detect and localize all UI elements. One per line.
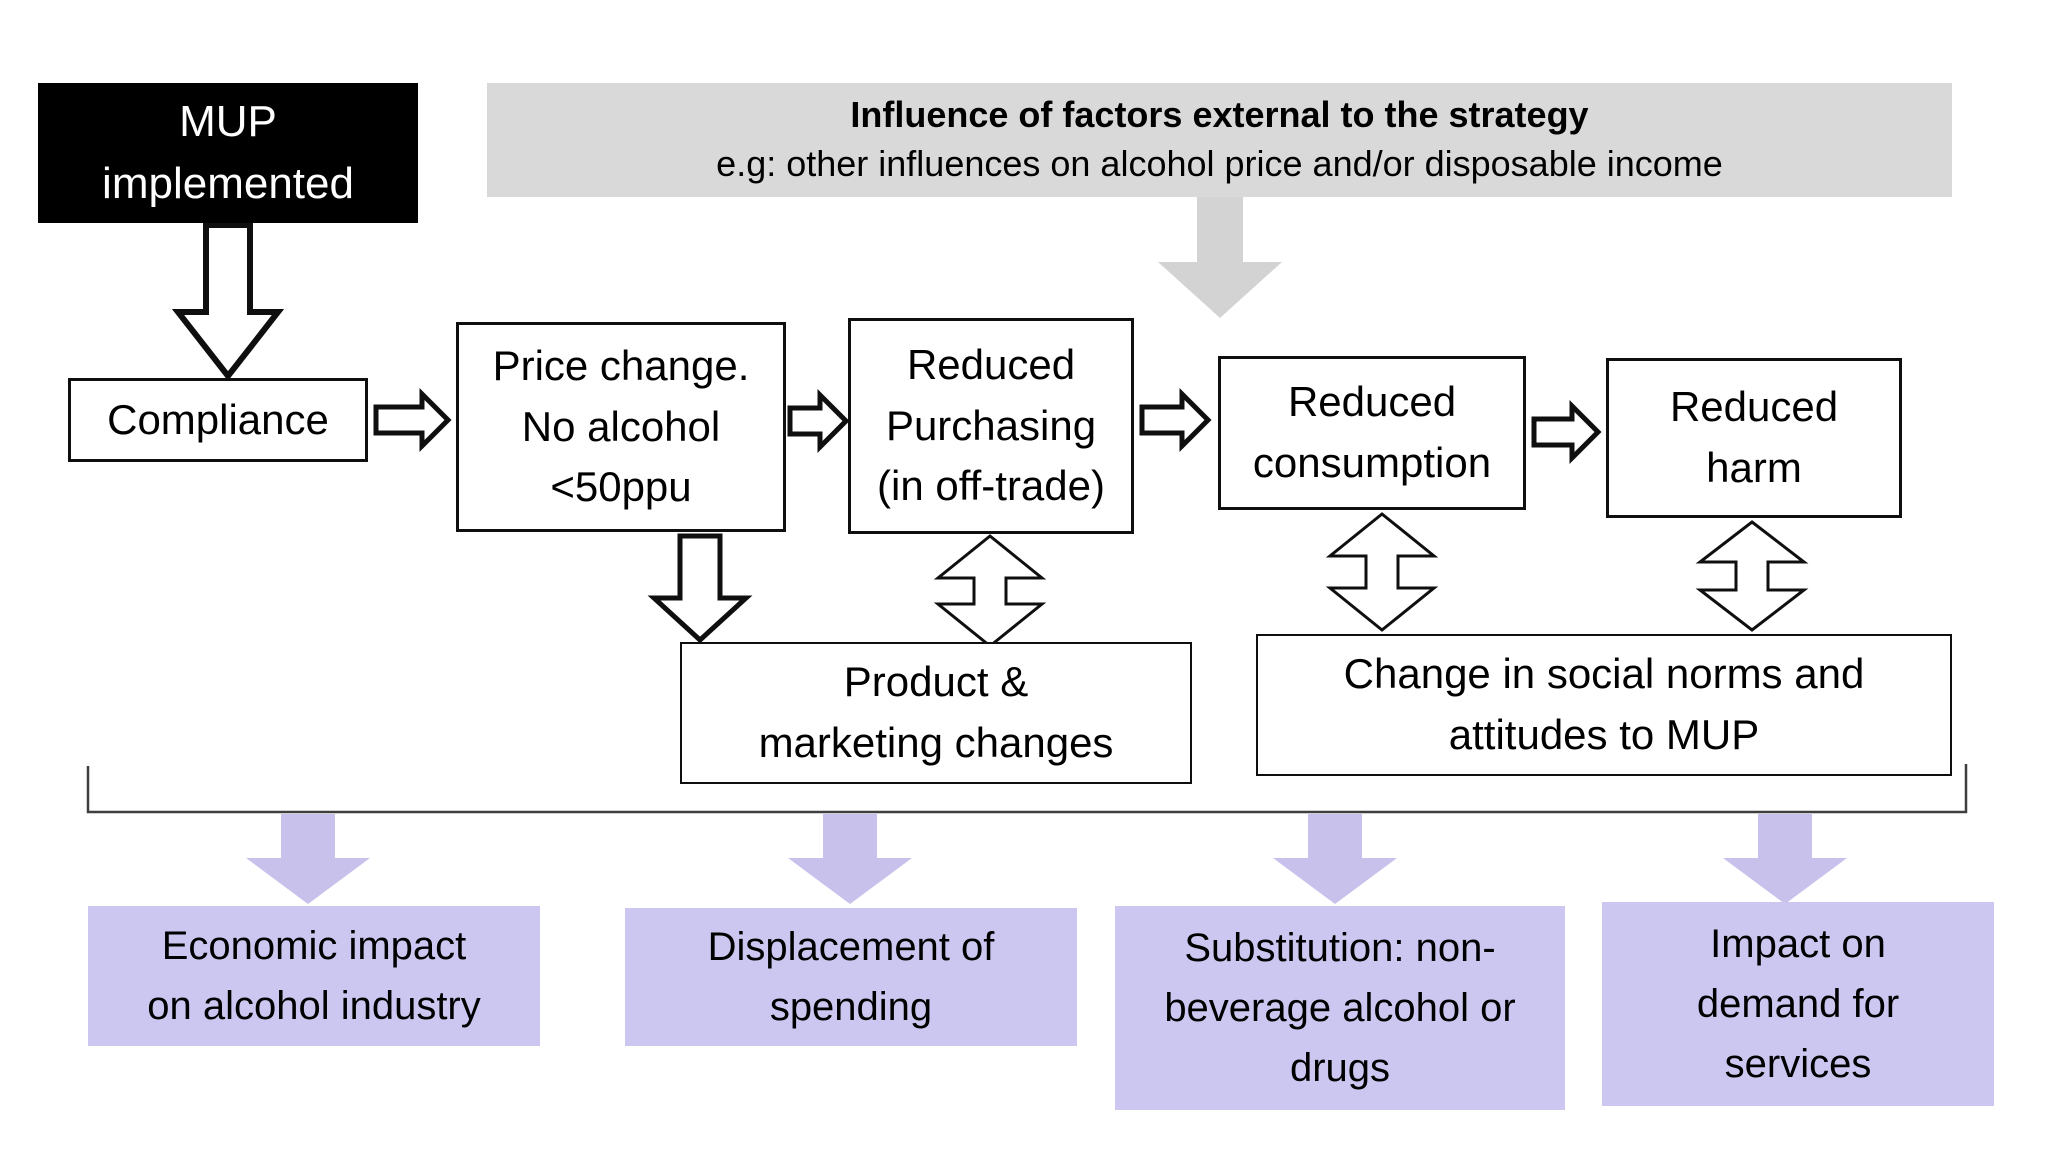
node-label: attitudes to MUP	[1448, 711, 1760, 758]
node-impact-on-services: Impact on demand for services	[1602, 902, 1994, 1106]
node-mup-implemented: MUP implemented	[38, 83, 418, 223]
node-label: Change in social norms and	[1343, 650, 1865, 698]
double-arrow-consumption-socialnorms-icon	[1325, 512, 1439, 632]
arrow-to-substitution-icon	[1273, 814, 1397, 904]
node-label: spending	[769, 985, 933, 1029]
node-reduced-harm: Reduced harm	[1606, 358, 1902, 518]
node-substitution: Substitution: non- beverage alcohol or d…	[1115, 906, 1565, 1110]
arrow-to-services-icon	[1723, 814, 1847, 904]
node-label: demand for	[1696, 982, 1900, 1026]
node-label: (in off-trade)	[877, 462, 1105, 510]
external-factors-subtitle: e.g: other influences on alcohol price a…	[716, 143, 1723, 184]
node-price-change: Price change. No alcohol <50ppu	[456, 322, 786, 532]
node-label: services	[1724, 1042, 1872, 1086]
node-label: implemented	[102, 159, 354, 208]
node-external-factors: Influence of factors external to the str…	[487, 83, 1952, 197]
node-label: MUP	[179, 97, 277, 147]
double-arrow-purchasing-product-icon	[933, 534, 1047, 648]
node-reduced-consumption: Reduced consumption	[1218, 356, 1526, 510]
external-factors-title: Influence of factors external to the str…	[850, 94, 1589, 136]
node-label: Substitution: non-	[1184, 926, 1496, 970]
arrow-purchasing-to-consumption-icon	[1139, 387, 1212, 453]
arrow-to-displacement-icon	[788, 814, 912, 904]
outcome-bracket-line	[86, 764, 1968, 814]
node-displacement-of-spending: Displacement of spending	[625, 908, 1077, 1046]
arrow-to-economic-impact-icon	[246, 814, 370, 904]
arrow-price-to-purchasing-icon	[787, 388, 850, 454]
node-economic-impact: Economic impact on alcohol industry	[88, 906, 540, 1046]
node-label: Reduced	[1287, 378, 1457, 426]
node-label: <50ppu	[550, 463, 692, 511]
arrow-consumption-to-harm-icon	[1531, 399, 1602, 465]
node-reduced-purchasing: Reduced Purchasing (in off-trade)	[848, 318, 1134, 534]
node-label: consumption	[1252, 439, 1492, 486]
node-label: No alcohol	[521, 402, 721, 450]
node-label: Product &	[843, 658, 1029, 706]
node-label: Reduced	[906, 340, 1076, 388]
node-label: Economic impact	[161, 924, 467, 968]
arrow-compliance-to-price-icon	[373, 387, 452, 453]
node-label: drugs	[1289, 1046, 1391, 1090]
arrow-external-influence-icon	[1158, 197, 1282, 318]
node-label: Impact on	[1710, 922, 1886, 966]
node-label: Purchasing	[885, 401, 1097, 449]
node-label: Compliance	[107, 395, 329, 443]
node-product-marketing-changes: Product & marketing changes	[680, 642, 1192, 784]
node-label: beverage alcohol or	[1164, 986, 1516, 1030]
node-label: on alcohol industry	[147, 984, 481, 1028]
node-label: Displacement of	[707, 925, 995, 969]
node-label: marketing changes	[758, 719, 1114, 766]
node-compliance: Compliance	[68, 378, 368, 462]
node-label: Price change.	[492, 341, 750, 389]
double-arrow-harm-socialnorms-icon	[1695, 520, 1809, 632]
node-label: harm	[1706, 444, 1802, 491]
arrow-mup-to-compliance-icon	[171, 222, 285, 381]
node-social-norms: Change in social norms and attitudes to …	[1256, 634, 1952, 776]
node-label: Reduced	[1669, 383, 1839, 431]
arrow-price-to-product-icon	[647, 533, 753, 644]
